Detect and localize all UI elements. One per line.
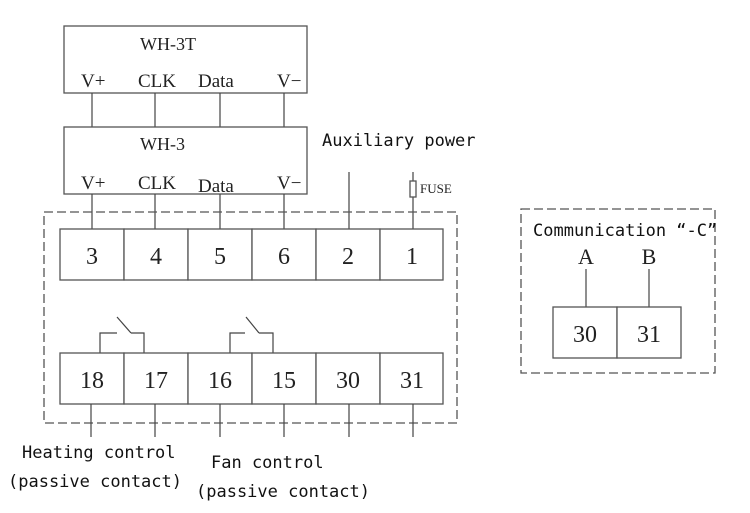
terminal-1 [379,228,444,281]
terminal-label: 18 [80,368,104,394]
terminal-30 [315,352,381,405]
terminal-label: 31 [637,322,661,348]
comm-pin-b: B [642,244,657,269]
terminal-label: 31 [400,368,424,394]
bottom-terminal-block: 18 17 16 15 30 31 [59,352,444,405]
wh-3-box [63,126,308,195]
heating-contact-left [99,332,117,353]
terminal-3 [59,228,125,281]
wh-3-pin-data: Data [198,176,234,197]
fuse-label: FUSE [420,181,452,196]
wh-3t-module: WH-3T V+ CLK Data V− [63,25,308,94]
terminal-4 [123,228,189,281]
heating-contact-right [131,332,145,353]
wh-3-pin-clk: CLK [138,173,176,194]
terminal-17 [123,352,189,405]
terminal-label: 5 [214,244,226,270]
fuse-icon [409,180,417,198]
fan-relay-contact [229,316,274,353]
terminal-label: 16 [208,368,232,394]
communication-title: Communication “-C” [533,221,717,241]
fan-contact-label: (passive contact) [196,482,370,502]
top-terminal-block: 3 4 5 6 2 1 [59,228,444,281]
heating-control-label: Heating control [22,443,176,463]
terminal-5 [187,228,253,281]
terminal-label: 30 [573,322,597,348]
fan-contact-switch-icon [245,316,260,334]
heating-relay-contact [99,316,145,353]
module-link-wires [91,93,285,127]
auxiliary-power-label: Auxiliary power [322,131,476,151]
wh-3-pin-vminus: V− [277,173,301,194]
terminal-label: 4 [150,244,162,270]
wh-3t-pin-vplus: V+ [81,71,105,92]
comm-terminal-31 [616,306,682,359]
communication-enclosure [520,208,716,374]
terminal-label: 1 [406,244,418,270]
wh-3t-title: WH-3T [140,34,196,54]
wh-3t-pin-data: Data [198,71,234,92]
terminal-31 [379,352,444,405]
wh-3t-box [63,25,308,94]
fan-contact-left [229,332,245,353]
wh-3-module: WH-3 V+ CLK Data V− [63,126,308,197]
terminal-2 [315,228,381,281]
comm-terminal-30 [552,306,618,359]
terminal-label: 3 [86,244,98,270]
terminal-6 [251,228,317,281]
terminal-label: 2 [342,244,354,270]
fan-control-label: Fan control [211,453,324,473]
terminal-label: 17 [144,368,168,394]
terminal-label: 15 [272,368,296,394]
communication-module: Communication “-C” A B 30 31 [520,208,717,374]
bottom-terminal-wires [90,404,414,437]
heating-contact-label: (passive contact) [8,472,182,492]
wh-3t-pin-clk: CLK [138,71,176,92]
fan-contact-right [259,332,274,353]
wh-3-title: WH-3 [140,134,185,154]
terminal-18 [59,352,125,405]
terminal-label: 30 [336,368,360,394]
heating-contact-switch-icon [116,316,132,334]
terminal-label: 6 [278,244,290,270]
terminal-15 [251,352,317,405]
wh-3-pin-vplus: V+ [81,173,105,194]
comm-pin-a: A [578,244,594,269]
wh-3t-pin-vminus: V− [277,71,301,92]
